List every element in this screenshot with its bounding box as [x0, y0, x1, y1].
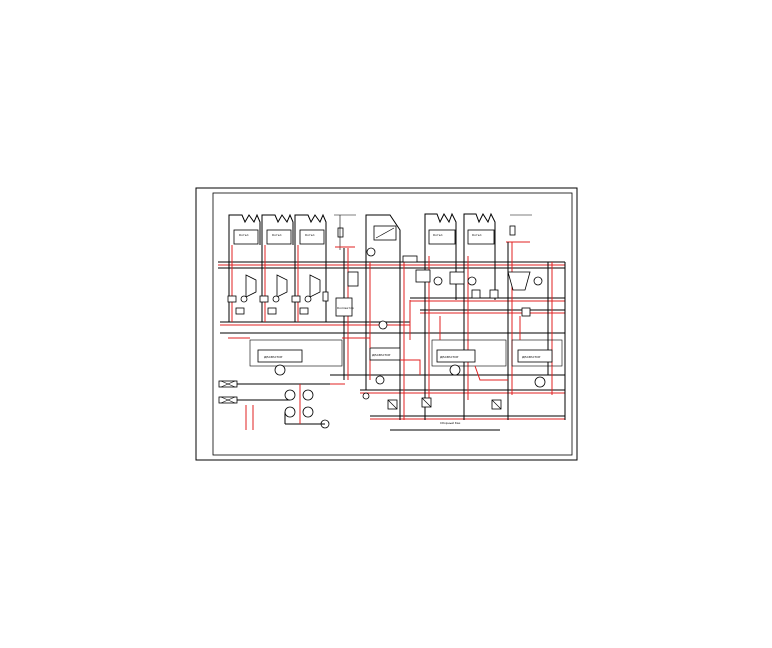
collector-label: Коллектор [337, 306, 354, 310]
boiler-2-label: Котел [272, 233, 282, 237]
tank-a: ДЕАЭРАТОР [249, 339, 343, 376]
boiler-4-label: Котел [433, 233, 443, 237]
bottom-left-equipment [218, 380, 330, 430]
tank-c-label: ДЕАЭРАТОР [440, 355, 458, 359]
boiler-1-label: Котел [239, 233, 249, 237]
red-connections [228, 300, 553, 395]
regulator-right-icon [506, 214, 532, 243]
boiler-group-right: Котел Котел [424, 212, 496, 256]
pump-units-left [227, 274, 329, 315]
boiler-5-label: Котел [472, 233, 482, 237]
bottom-collector-label: Сборный бак [440, 421, 461, 425]
tank-b-label: ДЕАЭРАТОР [372, 353, 390, 357]
equipment-right [402, 255, 543, 317]
tank-d: ДЕАЭРАТОР [511, 339, 563, 388]
tank-a-label: ДЕАЭРАТОР [264, 355, 282, 359]
lower-valves: Сборный бак [362, 392, 502, 425]
boiler-3-label: Котел [305, 233, 315, 237]
tank-b: ДЕАЭРАТОР [369, 320, 401, 385]
boiler-group-left: Котел Котел Котел [228, 213, 327, 245]
collector-block: Коллектор [335, 271, 359, 317]
drawing-inner-frame [212, 192, 573, 456]
pressure-regulator-icon [334, 214, 356, 250]
heat-exchanger-top [365, 214, 401, 262]
tank-d-label: ДЕАЭРАТОР [522, 355, 540, 359]
tank-c: ДЕАЭРАТОР [431, 339, 507, 376]
